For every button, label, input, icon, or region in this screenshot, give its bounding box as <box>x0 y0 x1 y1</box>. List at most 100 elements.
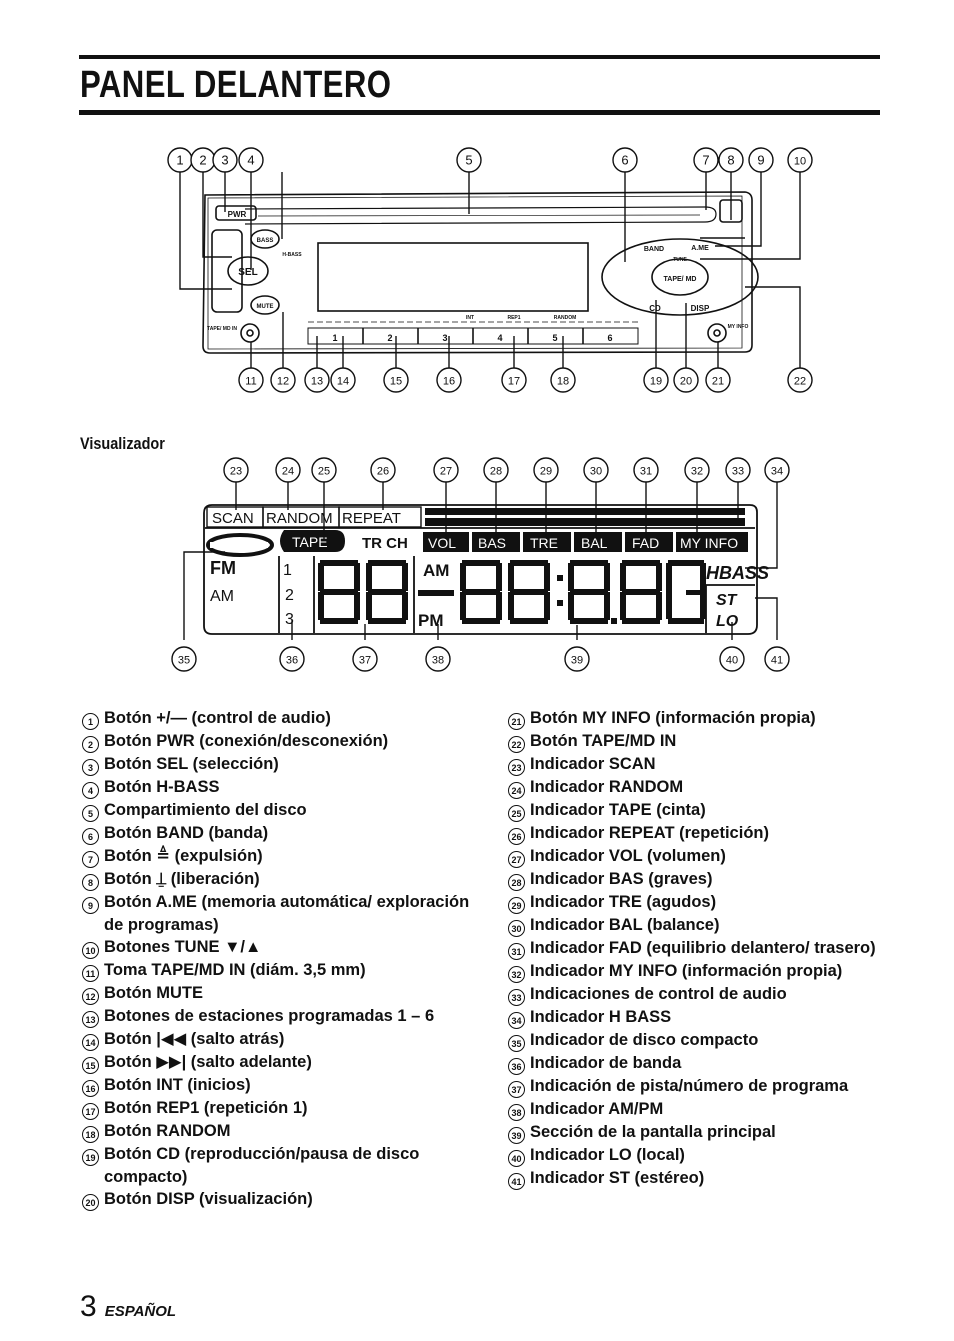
callout-circle <box>787 367 813 393</box>
legend-text: Toma TAPE/MD IN (diám. 3,5 mm) <box>104 961 366 980</box>
legend-number: 28 <box>508 874 525 891</box>
legend-number: 2 <box>82 736 99 753</box>
legend-text: Indicador de disco compacto <box>530 1031 759 1049</box>
legend-number: 6 <box>82 828 99 845</box>
page-number: 3 <box>80 1290 97 1323</box>
legend-number: 7 <box>82 851 99 868</box>
legend-text: Indicador ST (estéreo) <box>530 1169 705 1187</box>
legend-text: Indicador FAD (equilibrio delantero/ tra… <box>530 939 876 957</box>
legend-number: 35 <box>508 1035 525 1052</box>
legend-number: 32 <box>508 966 525 983</box>
callout-number: 38 <box>432 655 444 667</box>
legend-text: Botón +/— (control de audio) <box>104 709 331 727</box>
legend-text: Botón ⍊ (liberación) <box>104 870 260 888</box>
vol-indicator: VOL <box>428 535 456 551</box>
tune-label: TUNE <box>673 257 687 263</box>
preset-2: 2 <box>387 333 392 343</box>
pwr-label: PWR <box>228 210 247 219</box>
callout-number: 26 <box>377 466 389 478</box>
callout-number: 5 <box>465 153 472 168</box>
legend-text: Indicador LO (local) <box>530 1146 685 1164</box>
callout-circle <box>550 367 576 393</box>
legend-text: Indicador AM/PM <box>530 1100 664 1118</box>
callout-number: 14 <box>337 376 349 388</box>
repeat-indicator: REPEAT <box>342 510 401 527</box>
callout-number: 27 <box>440 466 452 478</box>
tr-ch-indicator: TR CH <box>362 535 408 552</box>
legend-text: Botón INT (inicios) <box>104 1076 251 1095</box>
legend-item: 11 Toma TAPE/MD IN (diám. 3,5 mm) <box>82 959 477 983</box>
disp-label: DISP <box>691 304 710 313</box>
callout-number: 20 <box>680 376 692 388</box>
callout-circle <box>383 367 409 393</box>
callout-number: 4 <box>247 153 254 168</box>
fm-indicator: FM <box>210 558 236 578</box>
legend-text: Sección de la pantalla principal <box>530 1123 776 1141</box>
legend-number: 37 <box>508 1081 525 1098</box>
legend-number: 26 <box>508 828 525 845</box>
my-info-indicator: MY INFO <box>680 535 738 551</box>
callout-number: 31 <box>640 466 652 478</box>
int-label: INT <box>466 315 474 321</box>
callout-number: 23 <box>230 466 242 478</box>
callout-circle <box>718 147 744 173</box>
legend-number: 41 <box>508 1173 525 1190</box>
band-number-1: 1 <box>283 562 292 579</box>
callout-circle <box>705 367 731 393</box>
callout-number: 33 <box>732 466 744 478</box>
legend-text: Botón CD (reproducción/pausa de disco co… <box>104 1145 420 1186</box>
callout-number: 3 <box>221 153 228 168</box>
legend-text: Indicador TRE (agudos) <box>530 893 717 911</box>
callout-number: 7 <box>702 153 709 168</box>
legend-number: 11 <box>82 965 99 983</box>
st-indicator: ST <box>716 592 738 609</box>
legend-number: 17 <box>82 1103 99 1121</box>
callout-number: 24 <box>282 466 294 478</box>
legend-number: 23 <box>508 759 525 776</box>
preset-4: 4 <box>497 333 502 343</box>
legend-text: Compartimiento del disco <box>104 801 307 819</box>
legend-text: Botón BAND (banda) <box>104 824 269 842</box>
legend-number: 25 <box>508 805 525 822</box>
bal-indicator: BAL <box>581 535 608 551</box>
legend-number: 19 <box>82 1149 99 1167</box>
callout-circle <box>275 457 301 483</box>
preset-5: 5 <box>552 333 557 343</box>
legend-text: Botón A.ME (memoria automática/ explorac… <box>104 893 470 934</box>
callout-number: 28 <box>490 466 502 478</box>
legend-number: 4 <box>82 782 99 799</box>
callout-circle <box>352 646 378 672</box>
legend-number: 12 <box>82 988 99 1006</box>
callout-number: 6 <box>621 153 628 168</box>
legend-number: 39 <box>508 1127 525 1144</box>
callout-number: 8 <box>727 153 734 168</box>
legend-text: Botón PWR (conexión/desconexión) <box>104 732 389 750</box>
callout-number: 2 <box>199 153 206 168</box>
callout-circle <box>787 147 813 173</box>
callout-circle <box>764 457 790 483</box>
legend-item: 6 Botón BAND (banda) <box>82 822 477 845</box>
callout-number: 16 <box>443 376 455 388</box>
legend-number: 22 <box>508 736 525 753</box>
display-section-label: Visualizador <box>80 434 165 453</box>
legend-text: Botones de estaciones programadas 1 – 6 <box>104 1007 435 1026</box>
tre-indicator: TRE <box>530 535 558 551</box>
